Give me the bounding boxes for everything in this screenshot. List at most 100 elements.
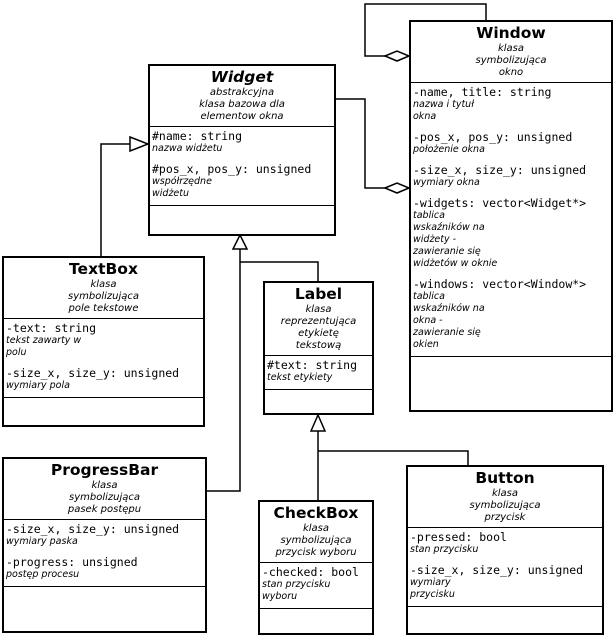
attribute-description: widżetu	[152, 188, 190, 199]
class-stereotype: przycisk wyboru	[275, 547, 357, 558]
attribute-signature: -widgets: vector<Widget*>	[413, 196, 587, 210]
attribute-signature: -size_x, size_y: unsigned	[6, 366, 180, 380]
class-operations	[408, 607, 602, 611]
attribute-signature: -progress: unsigned	[6, 555, 138, 569]
edge-window-self	[364, 3, 487, 57]
attribute-description: stan przycisku	[410, 544, 479, 555]
class-stereotype: klasa	[91, 480, 118, 491]
class-operations	[150, 206, 334, 210]
attribute-description: wymiary pola	[6, 380, 70, 391]
attribute-description: wskaźników na	[413, 303, 485, 314]
class-stereotype: symbolizująca	[67, 291, 139, 302]
class-stereotype: klasa	[305, 304, 332, 315]
attribute-description: polu	[6, 347, 27, 358]
class-stereotype: klasa	[90, 279, 117, 290]
attribute-description: widżetów w oknie	[413, 258, 498, 269]
class-stereotype: klasa	[491, 488, 519, 499]
class-stereotype: pasek postępu	[67, 504, 142, 515]
edge-label-widget	[240, 261, 319, 281]
class-operations	[4, 398, 203, 402]
class-stereotype: klasa	[302, 523, 330, 534]
class-stereotype: przycisk	[484, 512, 526, 523]
attribute-description: tekst etykiety	[267, 372, 333, 383]
class-stereotype: symbolizująca	[280, 535, 352, 546]
class-stereotype: symbolizująca	[475, 55, 547, 66]
class-stereotype: symbolizująca	[469, 500, 541, 511]
attribute-description: zawieranie się	[413, 327, 481, 338]
attribute-description: okna	[413, 111, 437, 122]
attribute-signature: -size_x, size_y: unsigned	[413, 163, 587, 177]
inheritance-arrowhead	[231, 233, 249, 250]
attribute-signature: #pos_x, pos_y: unsigned	[152, 162, 312, 176]
edge-window-widget	[336, 98, 385, 189]
attribute-description: wymiary okna	[413, 177, 480, 188]
class-stereotype: reprezentująca	[280, 316, 357, 327]
attribute-description: tekst zawarty w	[6, 335, 82, 346]
attribute-description: stan przycisku	[262, 579, 331, 590]
attribute-description: postęp procesu	[6, 569, 80, 580]
attribute-signature: -text: string	[6, 321, 97, 335]
attribute-description: położenie okna	[413, 144, 485, 155]
class-operations	[4, 587, 205, 591]
attribute-signature: -name, title: string	[413, 85, 552, 99]
class-name: Widget	[210, 68, 274, 86]
attribute-signature: -size_x, size_y: unsigned	[410, 563, 584, 577]
aggregation-diamond	[383, 182, 411, 194]
class-stereotype: symbolizująca	[68, 492, 140, 503]
attribute-signature: #name: string	[152, 129, 243, 143]
attribute-description: okien	[413, 339, 439, 350]
attribute-signature: -checked: bool	[262, 565, 359, 579]
attribute-description: wskaźników na	[413, 222, 485, 233]
inheritance-arrowhead	[309, 413, 327, 432]
edge-progressbar-widget	[207, 249, 241, 492]
attribute-description: tablica	[413, 291, 445, 302]
class-stereotype: klasa bazowa dla	[199, 99, 285, 110]
class-name: Window	[476, 24, 546, 42]
attribute-signature: -size_x, size_y: unsigned	[6, 522, 180, 536]
class-operations	[260, 609, 372, 613]
class-stereotype: etykietę	[298, 328, 339, 339]
class-operations	[265, 390, 372, 394]
class-stereotype: abstrakcyjna	[209, 87, 275, 98]
attribute-description: nazwa i tytuł	[413, 99, 474, 110]
edge-button-label	[318, 450, 469, 465]
attribute-description: przycisku	[410, 589, 455, 600]
class-stereotype: klasa	[497, 43, 525, 54]
attribute-signature: -pos_x, pos_y: unsigned	[413, 130, 573, 144]
class-stereotype: okno	[498, 67, 524, 78]
class-name: Button	[475, 469, 535, 487]
attribute-description: zawieranie się	[413, 246, 481, 257]
class-operations	[411, 357, 611, 361]
class-stereotype: elementow okna	[200, 111, 284, 122]
